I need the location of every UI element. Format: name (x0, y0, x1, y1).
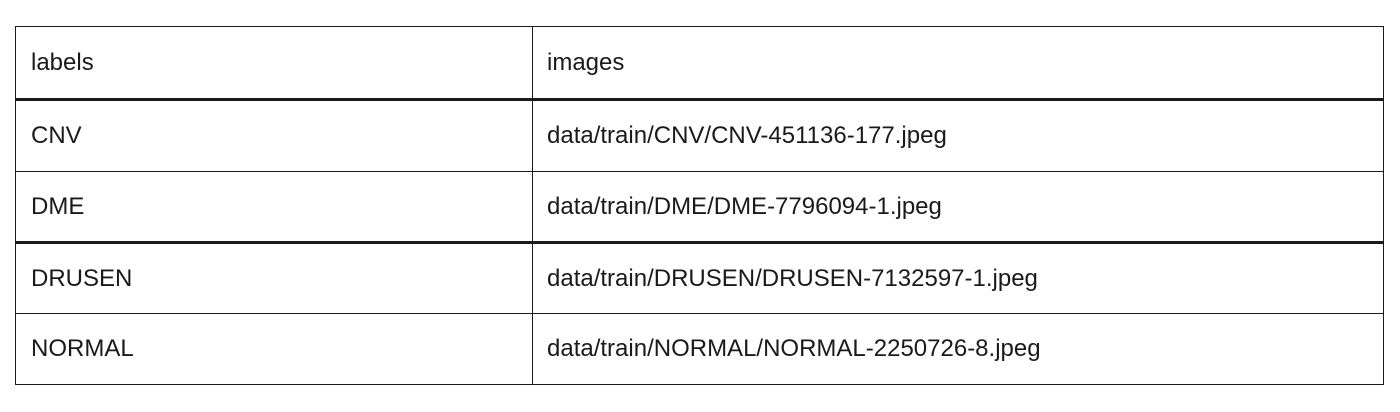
table-row: NORMAL data/train/NORMAL/NORMAL-2250726-… (16, 315, 1383, 383)
data-table: labels images CNV data/train/CNV/CNV-451… (15, 26, 1384, 385)
table-row: DME data/train/DME/DME-7796094-1.jpeg (16, 173, 1383, 244)
column-header-labels: labels (31, 48, 94, 76)
table-row: DRUSEN data/train/DRUSEN/DRUSEN-7132597-… (16, 244, 1383, 314)
column-header-images: images (547, 48, 625, 76)
image-path-cell: data/train/DRUSEN/DRUSEN-7132597-1.jpeg (547, 264, 1038, 292)
table-header-row: labels images (16, 27, 1383, 101)
image-path-cell: data/train/DME/DME-7796094-1.jpeg (547, 192, 942, 220)
image-path-cell: data/train/CNV/CNV-451136-177.jpeg (547, 122, 947, 149)
label-cell: DME (31, 192, 85, 220)
column-divider (532, 27, 533, 384)
label-cell: CNV (31, 122, 82, 149)
label-cell: DRUSEN (31, 264, 133, 292)
image-path-cell: data/train/NORMAL/NORMAL-2250726-8.jpeg (547, 334, 1041, 362)
table-row: CNV data/train/CNV/CNV-451136-177.jpeg (16, 101, 1383, 172)
label-cell: NORMAL (31, 334, 134, 362)
